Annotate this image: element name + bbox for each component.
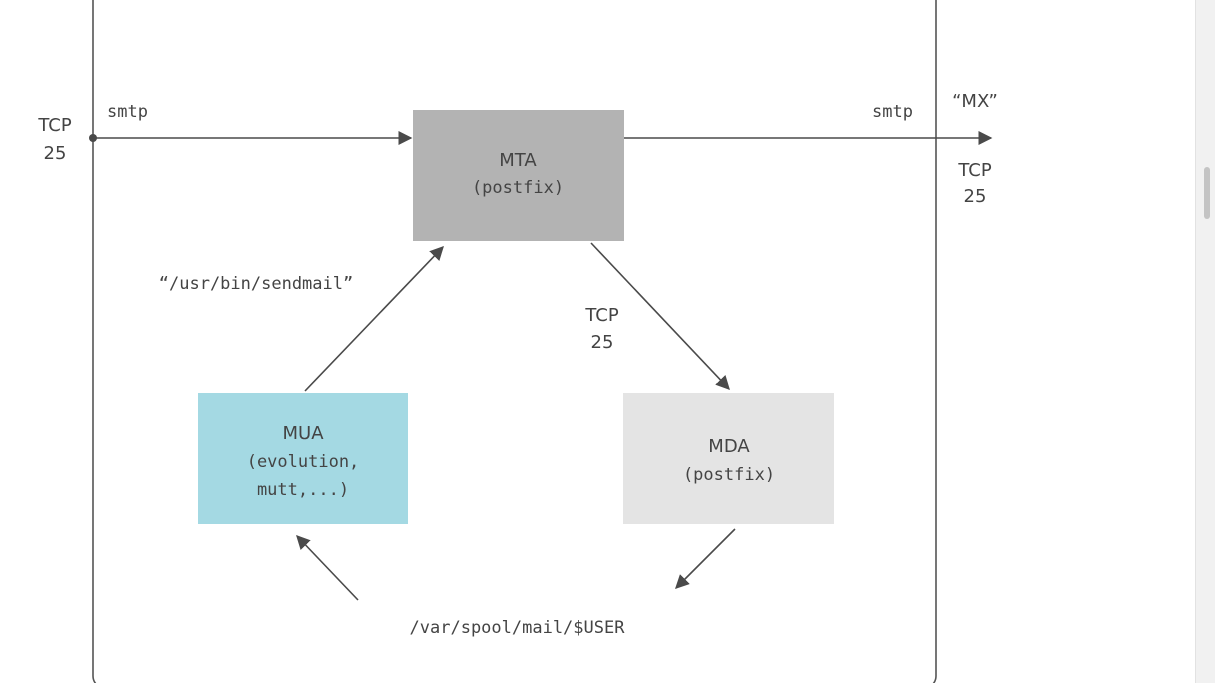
port-mid-label: 25 [591, 332, 614, 353]
tcp-mid-label: TCP [584, 305, 619, 326]
tcp-right-label: TCP [957, 160, 992, 181]
tcp-left-label: TCP [37, 115, 72, 136]
mta-subtitle: (postfix) [472, 178, 564, 198]
mua-subtitle-2: mutt,...) [257, 480, 349, 500]
sendmail-label: “/usr/bin/sendmail” [159, 274, 353, 294]
mua-title: MUA [282, 423, 324, 444]
port-left-label: 25 [44, 143, 67, 164]
mua-subtitle-1: (evolution, [247, 452, 360, 472]
mda-box [623, 393, 834, 524]
smtp-in-label: smtp [107, 102, 148, 122]
spool-label: /var/spool/mail/$USER [410, 618, 626, 638]
spool-to-mua-arrow [296, 534, 359, 601]
mua-to-mta-arrow [304, 245, 444, 392]
mda-subtitle: (postfix) [683, 465, 775, 485]
vertical-scrollbar[interactable] [1195, 0, 1215, 683]
scrollbar-thumb[interactable] [1204, 167, 1210, 219]
mda-title: MDA [708, 436, 750, 457]
mta-title: MTA [499, 150, 537, 171]
mx-label: “MX” [952, 91, 998, 112]
mua-box [198, 393, 408, 524]
system-boundary [92, 0, 937, 683]
port-right-label: 25 [964, 186, 987, 207]
mta-box [413, 110, 624, 241]
mda-to-spool-arrow [675, 528, 736, 589]
smtp-out-label: smtp [872, 102, 913, 122]
mta-to-mda-arrow [590, 242, 730, 391]
